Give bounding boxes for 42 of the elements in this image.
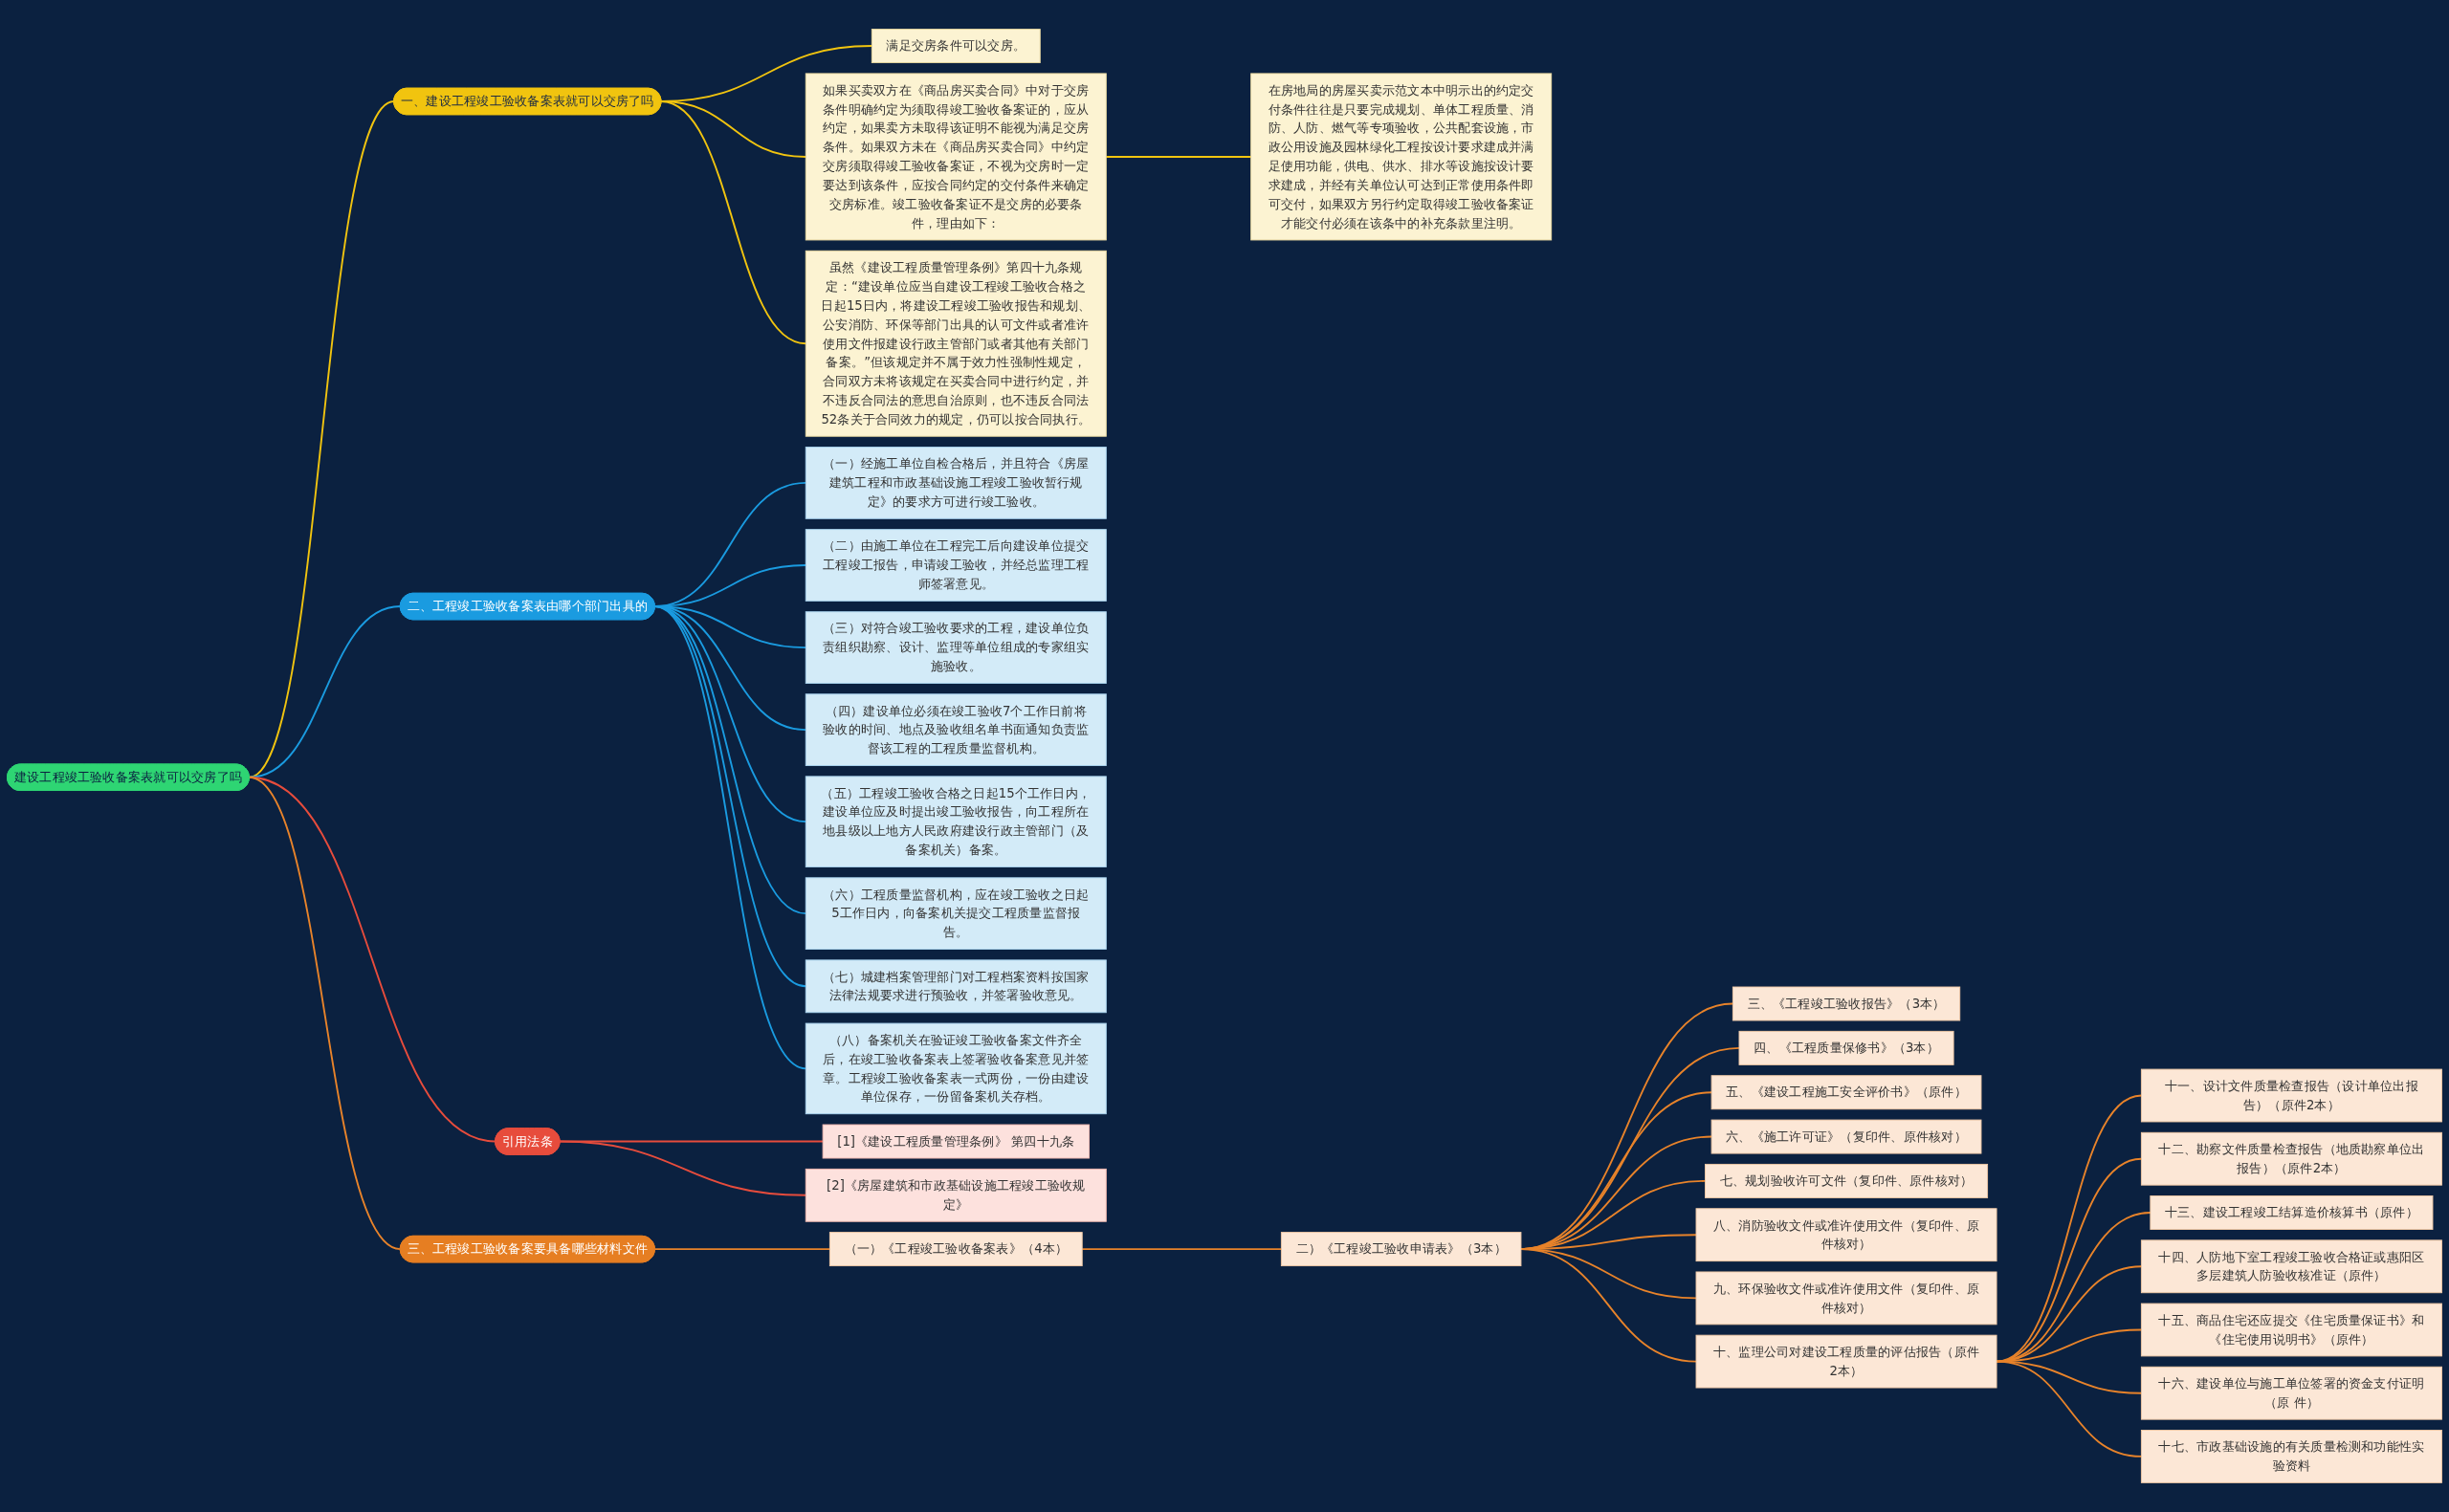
node-box: 二）《工程竣工验收申请表》（3本）	[1280, 1232, 1522, 1267]
node-box: （八）备案机关在验证竣工验收备案文件齐全后，在竣工验收备案表上签署验收备案意见并签章。工程竣工验收备案表一式两份，一份由建设单位保存，一份留备案机关存档。	[805, 1022, 1107, 1115]
node-box: 十六、建设单位与施工单位签署的资金支付证明（原 件）	[2140, 1366, 2442, 1420]
node-box: （五）工程竣工验收合格之日起15个工作日内，建设单位应及时提出竣工验收报告，向工程所在地县级以上地方人民政府建设行政主管部门（及备案机关）备案。	[805, 776, 1107, 867]
connector	[653, 1248, 831, 1251]
connector	[1996, 1157, 2143, 1363]
connector	[248, 776, 402, 1251]
node-box: 满足交房条件可以交房。	[871, 29, 1041, 64]
node-box: （一）《工程竣工验收备案表》（4本）	[828, 1232, 1083, 1267]
node-box: 三、《工程竣工验收报告》（3本）	[1732, 986, 1961, 1021]
node-box: 四、《工程质量保修书》（3本）	[1738, 1030, 1954, 1065]
connector	[1105, 156, 1252, 158]
node-box: （四）建设单位必须在竣工验收7个工作日前将验收的时间、地点及验收组名单书面通知负责监督该工程的工程质量监督机构。	[805, 693, 1107, 766]
connector	[1081, 1248, 1283, 1251]
node-box: （一）经施工单位自检合格后，并且符合《房屋建筑工程和市政基础设施工程竣工验收暂行规定》的要求方可进行竣工验收。	[805, 447, 1107, 519]
node-box: （七）城建档案管理部门对工程档案资料按国家法律法规要求进行预验收，并签署验收意见。	[805, 959, 1107, 1014]
node-box: 八、消防验收文件或准许使用文件（复印件、原件核对）	[1695, 1208, 1997, 1262]
connector	[1520, 1248, 1697, 1363]
connector	[1996, 1094, 2143, 1363]
node-box: 七、规划验收许可文件（复印件、原件核对）	[1705, 1163, 1989, 1198]
node-box: 十四、人防地下室工程竣工验收合格证或惠阳区多层建筑人防验收核准证（原件）	[2140, 1239, 2442, 1294]
node-box: 虽然《建设工程质量管理条例》第四十九条规定：“建设单位应当自建设工程竣工验收合格之日起15日内，将建设工程竣工验收报告和规划、公安消防、环保等部门出具的认可文件或者准许使用文件报建设行政主管部门或者其他有关部门备案。”但该规定并不属于效力性强制性规定，合同双方未将该规定在买卖合同中进行约定，并不违反合同法的意思自治原则，也不违反合同法52条关于合同效力的规定，仍可以按合同执行。	[805, 250, 1107, 437]
connector	[559, 1140, 807, 1196]
connector	[653, 605, 807, 1070]
node-box: 在房地局的房屋买卖示范文本中明示出的约定交付条件往往是只要完成规划、单体工程质量、消防、人防、燃气等专项验收，公共配套设施，市政公用设施及园林绿化工程按设计要求建成并满足使用功能，供电、供水、排水等设施按设计要求建成，并经有关单位认可达到正常使用条件即可交付，如果双方另行约定取得竣工验收备案证才能交付必须在该条中的补充条款里注明。	[1250, 73, 1553, 241]
node-box: 十一、设计文件质量检查报告（设计单位出报告）（原件2本）	[2140, 1068, 2442, 1123]
node-box: [2]《房屋建筑和市政基础设施工程竣工验收规定》	[805, 1168, 1107, 1222]
node-box: 十五、商品住宅还应提交《住宅质量保证书》和《住宅使用说明书》（原件）	[2140, 1303, 2442, 1357]
node-box: [1]《建设工程质量管理条例》 第四十九条	[822, 1124, 1090, 1159]
node-box: 十二、勘察文件质量检查报告（地质勘察单位出报告）（原件2本）	[2140, 1131, 2442, 1186]
connector	[248, 100, 395, 778]
node-box: （六）工程质量监督机构，应在竣工验收之日起5工作日内，向备案机关提交工程质量监督报告。	[805, 877, 1107, 951]
node-box: 十七、市政基础设施的有关质量检测和功能性实验资料	[2140, 1430, 2442, 1483]
node-box: 十、监理公司对建设工程质量的评估报告（原件2本）	[1695, 1334, 1997, 1389]
node-box: 五、《建设工程施工安全评价书》（原件）	[1710, 1075, 1982, 1110]
node-box: （二）由施工单位在工程完工后向建设单位提交工程竣工报告，申请竣工验收，并经总监理工程师签署意见。	[805, 529, 1107, 602]
node-box: 六、《施工许可证》（复印件、原件核对）	[1710, 1119, 1982, 1154]
connector	[660, 100, 807, 345]
node-box: 如果买卖双方在《商品房买卖合同》中对于交房条件明确约定为须取得竣工验收备案证的，应从约定，如果卖方未取得该证明不能视为满足交房条件。如果双方未在《商品房买卖合同》中约定交房须取得竣工验收备案证，不视为交房时一定要达到该条件，应按合同约定的交付条件来确定交房标准。竣工验收备案证不是交房的必要条件，理由如下：	[805, 73, 1107, 241]
node-box: 十三、建设工程竣工结算造价核算书（原件）	[2150, 1195, 2434, 1230]
node-box: （三）对符合竣工验收要求的工程，建设单位负责组织勘察、设计、监理等单位组成的专家组实施验收。	[805, 611, 1107, 684]
node-box: 九、环保验收文件或准许使用文件（复印件、原件核对）	[1695, 1271, 1997, 1326]
